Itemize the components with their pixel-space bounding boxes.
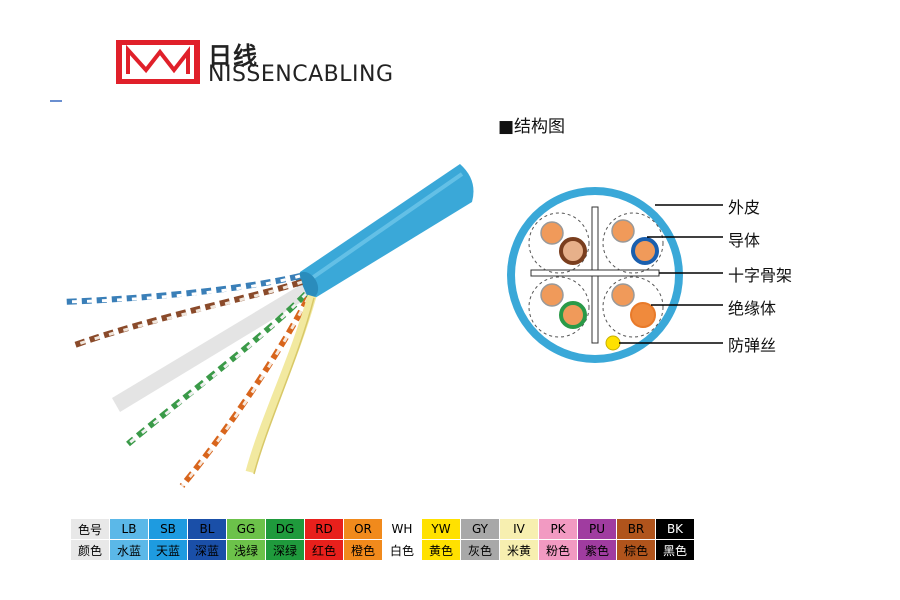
color-code-cell: GG bbox=[226, 518, 266, 540]
label-jacket: 外皮 bbox=[728, 198, 761, 217]
color-name-cell: 灰色 bbox=[460, 539, 500, 561]
color-name-cell: 黄色 bbox=[421, 539, 461, 561]
color-code-cell: PU bbox=[577, 518, 617, 540]
color-code-cell: LB bbox=[109, 518, 149, 540]
label-separator: 十字骨架 bbox=[728, 266, 793, 285]
color-name-cell: 深绿 bbox=[265, 539, 305, 561]
color-name-row: 颜色 水蓝天蓝深蓝浅绿深绿红色橙色白色黄色灰色米黄粉色紫色棕色黑色 bbox=[70, 539, 695, 561]
color-code-cell: BK bbox=[655, 518, 695, 540]
label-conductor: 导体 bbox=[728, 231, 761, 250]
cable-illustration bbox=[61, 164, 474, 488]
color-code-cell: WH bbox=[382, 518, 422, 540]
accent-divider bbox=[50, 100, 62, 102]
color-code-cell: GY bbox=[460, 518, 500, 540]
color-code-cell: YW bbox=[421, 518, 461, 540]
brand-name-en: NISSENCABLING bbox=[208, 62, 394, 87]
orange-pair bbox=[179, 296, 311, 488]
cross-section-diagram bbox=[507, 187, 723, 363]
color-code-cell: BR bbox=[616, 518, 656, 540]
structure-title: ■结构图 bbox=[498, 117, 566, 137]
color-name-cell: 紫色 bbox=[577, 539, 617, 561]
blue-pair bbox=[61, 273, 301, 305]
color-name-cell: 橙色 bbox=[343, 539, 383, 561]
color-name-cell: 水蓝 bbox=[109, 539, 149, 561]
brand-logo-icon bbox=[116, 40, 200, 84]
color-name-cell: 深蓝 bbox=[187, 539, 227, 561]
color-name-cell: 米黄 bbox=[499, 539, 539, 561]
label-insulation: 绝缘体 bbox=[728, 299, 777, 318]
header-name-cell: 颜色 bbox=[70, 539, 110, 561]
header-code-cell: 色号 bbox=[70, 518, 110, 540]
color-code-cell: PK bbox=[538, 518, 578, 540]
label-ripcord: 防弹丝 bbox=[728, 336, 777, 355]
color-name-cell: 浅绿 bbox=[226, 539, 266, 561]
color-name-cell: 白色 bbox=[382, 539, 422, 561]
color-name-cell: 红色 bbox=[304, 539, 344, 561]
color-name-cell: 天蓝 bbox=[148, 539, 188, 561]
color-code-cell: RD bbox=[304, 518, 344, 540]
color-name-cell: 黑色 bbox=[655, 539, 695, 561]
yellow-ripcord bbox=[245, 294, 317, 474]
color-name-cell: 棕色 bbox=[616, 539, 656, 561]
color-code-cell: IV bbox=[499, 518, 539, 540]
color-name-cell: 粉色 bbox=[538, 539, 578, 561]
color-code-cell: SB bbox=[148, 518, 188, 540]
color-code-cell: DG bbox=[265, 518, 305, 540]
color-code-cell: BL bbox=[187, 518, 227, 540]
separator-tape bbox=[112, 284, 308, 412]
brand-name-cn: 日线 bbox=[208, 42, 258, 70]
color-code-cell: OR bbox=[343, 518, 383, 540]
